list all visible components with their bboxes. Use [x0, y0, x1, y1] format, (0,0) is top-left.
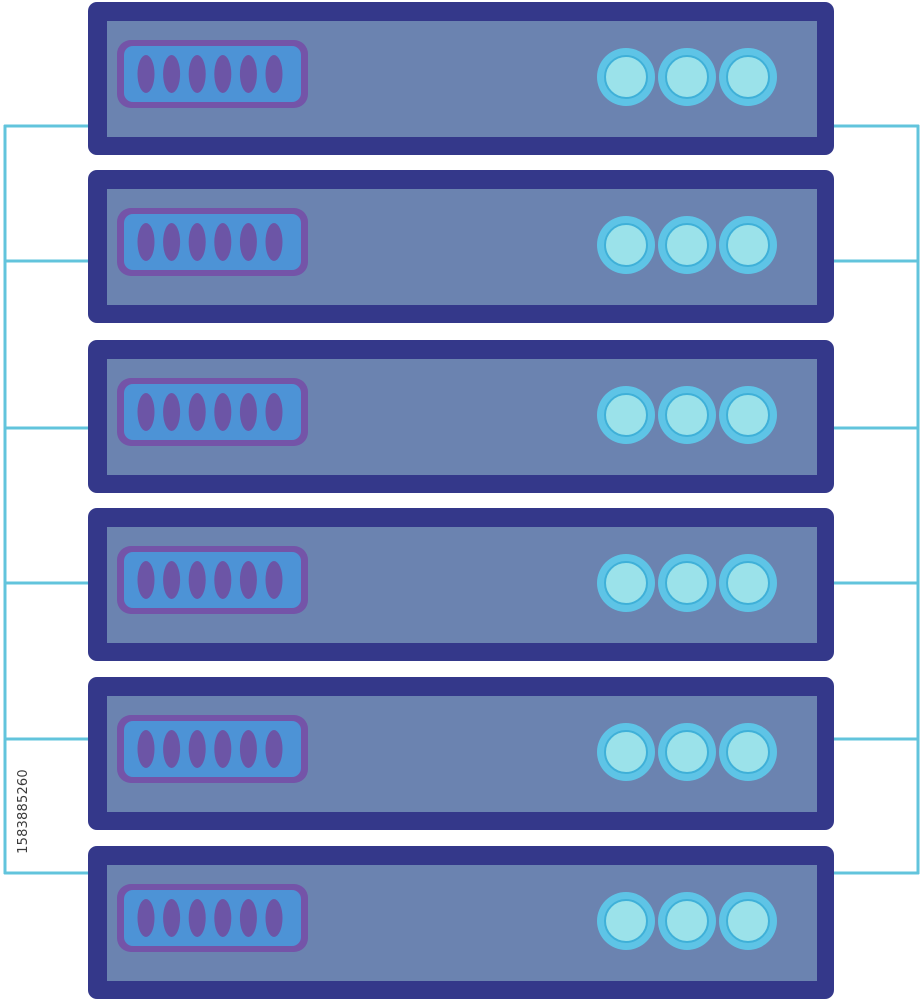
- status-light-icon: [665, 393, 709, 437]
- drive-slot-icon: [163, 899, 181, 937]
- status-light-icon: [726, 55, 770, 99]
- drive-slot-icon: [188, 393, 206, 431]
- server-unit: [88, 508, 834, 661]
- drive-slot-icon: [239, 899, 257, 937]
- drive-slot-icon: [214, 55, 232, 93]
- drive-slot-icon: [163, 223, 181, 261]
- drive-slot-icon: [163, 561, 181, 599]
- drive-slot-icon: [163, 393, 181, 431]
- status-light-icon: [604, 393, 648, 437]
- status-light-icon: [604, 899, 648, 943]
- drive-slot-icon: [137, 223, 155, 261]
- drive-slot-icon: [188, 899, 206, 937]
- drive-slot-icon: [239, 561, 257, 599]
- drive-slot-icon: [239, 55, 257, 93]
- drive-slot-icon: [239, 393, 257, 431]
- status-light-icon: [665, 899, 709, 943]
- server-unit: [88, 170, 834, 323]
- drive-slot-icon: [265, 561, 283, 599]
- stock-image-id: 1583885260: [14, 752, 32, 870]
- status-light-icon: [665, 55, 709, 99]
- drive-slot-icon: [137, 730, 155, 768]
- drive-slot-icon: [137, 393, 155, 431]
- status-light-icon: [604, 223, 648, 267]
- drive-slot-icon: [137, 55, 155, 93]
- status-light-icon: [665, 730, 709, 774]
- drive-slot-icon: [188, 223, 206, 261]
- drive-slot-icon: [163, 55, 181, 93]
- network-cables: [3, 124, 920, 875]
- drive-slot-icon: [239, 730, 257, 768]
- drive-slot-icon: [265, 393, 283, 431]
- server-unit: [88, 340, 834, 493]
- drive-slot-icon: [265, 223, 283, 261]
- status-light-icon: [665, 223, 709, 267]
- drive-slot-icon: [137, 561, 155, 599]
- drive-slot-icon: [265, 730, 283, 768]
- drive-slot-icon: [239, 223, 257, 261]
- drive-slot-icon: [265, 899, 283, 937]
- drive-slot-icon: [214, 223, 232, 261]
- status-light-icon: [726, 561, 770, 605]
- stock-image-id-text: 1583885260: [15, 768, 31, 854]
- status-light-icon: [726, 899, 770, 943]
- drive-slot-icon: [214, 730, 232, 768]
- drive-slot-icon: [214, 561, 232, 599]
- server-unit: [88, 2, 834, 155]
- drive-slot-icon: [265, 55, 283, 93]
- server-unit: [88, 846, 834, 999]
- status-light-icon: [726, 730, 770, 774]
- status-light-icon: [726, 393, 770, 437]
- status-light-icon: [604, 730, 648, 774]
- drive-slot-icon: [214, 393, 232, 431]
- server-unit: [88, 677, 834, 830]
- drive-slot-icon: [163, 730, 181, 768]
- status-light-icon: [726, 223, 770, 267]
- status-light-icon: [604, 561, 648, 605]
- status-light-icon: [665, 561, 709, 605]
- drive-slot-icon: [214, 899, 232, 937]
- drive-slot-icon: [188, 730, 206, 768]
- drive-slot-icon: [137, 899, 155, 937]
- server-units: [88, 2, 834, 999]
- status-light-icon: [604, 55, 648, 99]
- drive-slot-icon: [188, 55, 206, 93]
- drive-slot-icon: [188, 561, 206, 599]
